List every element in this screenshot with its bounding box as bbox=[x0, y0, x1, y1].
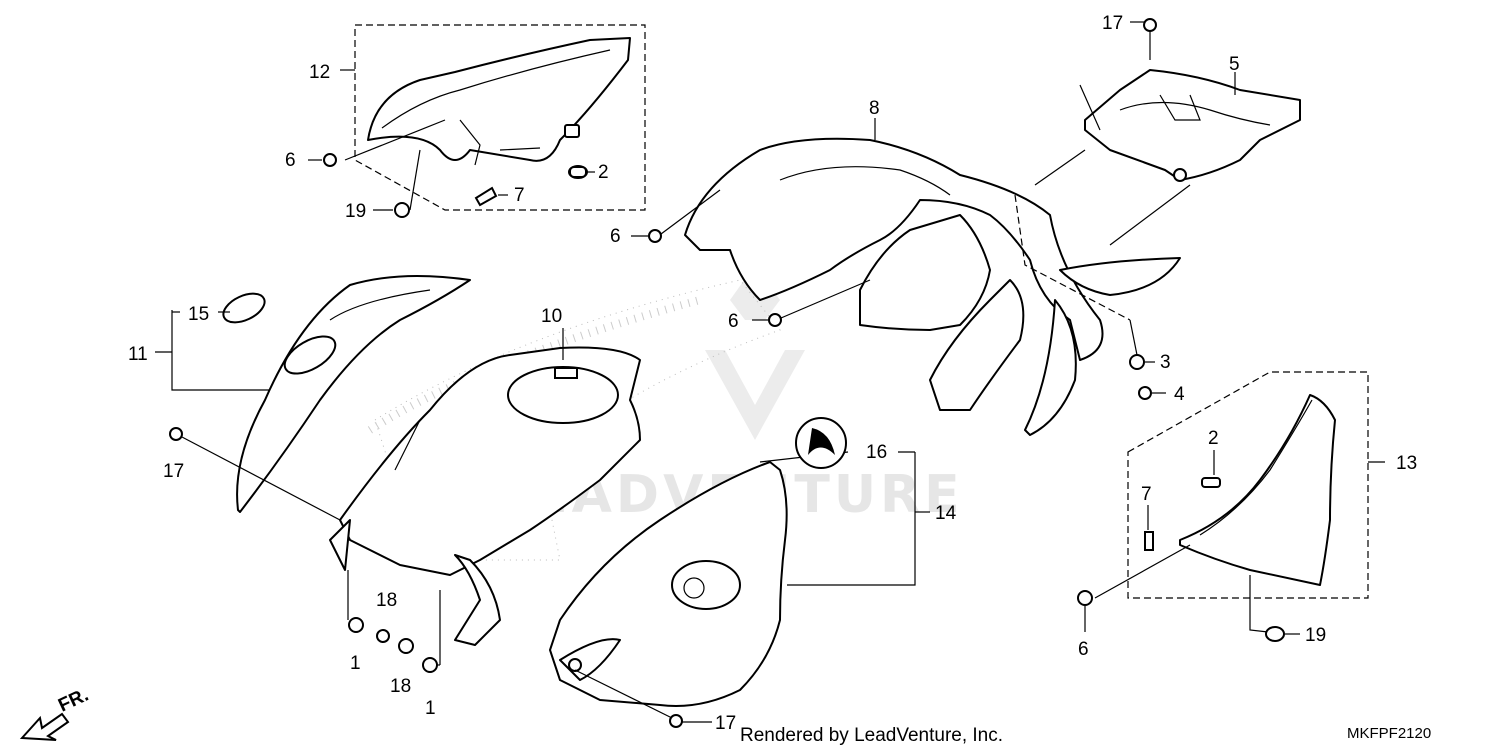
part-6-clip-upper bbox=[323, 153, 337, 167]
part-15-emblem bbox=[222, 292, 266, 324]
callout-1: 1 bbox=[425, 698, 436, 719]
callout-4: 4 bbox=[1174, 384, 1185, 405]
callout-10: 10 bbox=[541, 306, 562, 327]
callout-17: 17 bbox=[163, 461, 184, 482]
part-19-grommet-lower bbox=[1265, 626, 1285, 642]
callout-labels: 12 6 2 7 19 17 5 8 6 15 10 6 11 3 4 2 16… bbox=[128, 13, 1417, 734]
callout-2: 2 bbox=[598, 162, 609, 183]
part-12-inner-cover bbox=[367, 37, 631, 166]
part-18-collar-b bbox=[398, 638, 414, 654]
part-14-leader bbox=[787, 452, 916, 586]
callout-11: 11 bbox=[128, 344, 148, 365]
part-7-tape-upper bbox=[474, 186, 498, 207]
callout-13: 13 bbox=[1396, 453, 1417, 474]
part-2-rubber-lower bbox=[1201, 477, 1221, 488]
callout-17: 17 bbox=[1102, 13, 1123, 34]
callout-14: 14 bbox=[935, 503, 957, 524]
callout-7: 7 bbox=[514, 185, 525, 206]
part-11-leader bbox=[171, 310, 270, 391]
part-3-grommet bbox=[1129, 354, 1145, 370]
callout-3: 3 bbox=[1160, 352, 1171, 373]
part-6-clip-center bbox=[768, 313, 782, 327]
part-5-bracket bbox=[1084, 18, 1301, 182]
part-13-right-cover bbox=[1179, 394, 1336, 586]
part-18-collar-a bbox=[376, 629, 390, 643]
callout-6: 6 bbox=[728, 311, 739, 332]
part-1-nut-a bbox=[348, 617, 364, 633]
callout-6: 6 bbox=[610, 226, 621, 247]
part-1-nut-b bbox=[422, 657, 438, 673]
callout-16: 16 bbox=[866, 442, 887, 463]
callout-19: 19 bbox=[345, 201, 366, 222]
part-13-group-box bbox=[1127, 371, 1369, 599]
part-11-side-cover bbox=[236, 275, 471, 513]
arrow-icon bbox=[19, 712, 70, 741]
part-10-tank-cover bbox=[329, 346, 641, 646]
callout-1: 1 bbox=[350, 653, 361, 674]
part-7-tape-lower bbox=[1144, 531, 1154, 551]
part-8-upper-cowl bbox=[684, 137, 1181, 436]
diagram-code: MKFPF2120 bbox=[1347, 725, 1431, 742]
part-6-clip-mid bbox=[648, 229, 662, 243]
part-19-grommet-upper bbox=[394, 202, 410, 218]
front-direction-arrow: FR. bbox=[19, 685, 92, 741]
part-4-nut bbox=[1138, 386, 1152, 400]
part-12-group-box bbox=[354, 24, 646, 211]
callout-6: 6 bbox=[285, 150, 296, 171]
bottom-fasteners bbox=[347, 570, 441, 673]
part-14-lower-cover bbox=[549, 461, 788, 707]
part-17-screw-bottom bbox=[669, 714, 683, 728]
callout-8: 8 bbox=[869, 98, 880, 119]
render-credit: Rendered by LeadVenture, Inc. bbox=[740, 725, 1003, 746]
callout-15: 15 bbox=[188, 304, 209, 325]
part-17-screw-left bbox=[169, 427, 341, 521]
callout-7: 7 bbox=[1141, 484, 1152, 505]
callout-18: 18 bbox=[390, 676, 411, 697]
callout-6: 6 bbox=[1078, 639, 1089, 660]
callout-12: 12 bbox=[309, 62, 330, 83]
part-6-clip-right bbox=[1077, 590, 1093, 606]
callout-19: 19 bbox=[1305, 625, 1326, 646]
direction-label: FR. bbox=[55, 685, 92, 717]
callout-18: 18 bbox=[376, 590, 397, 611]
part-17-screw-top bbox=[1143, 18, 1157, 32]
callout-17: 17 bbox=[715, 713, 736, 734]
callout-2: 2 bbox=[1208, 428, 1219, 449]
callout-5: 5 bbox=[1229, 54, 1240, 75]
